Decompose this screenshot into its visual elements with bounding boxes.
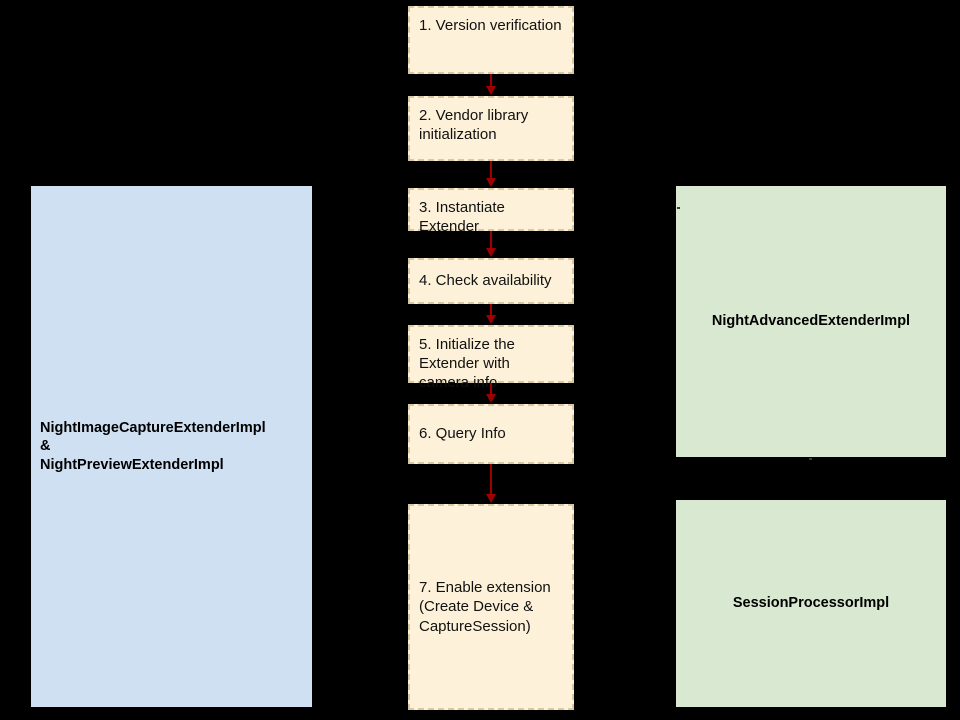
group-box-basic-extender[interactable]: NightImageCaptureExtenderImpl & NightPre… (31, 186, 312, 707)
step-7-label: 7. Enable extension (Create Device & Cap… (419, 579, 551, 635)
basic-extender-line-2: & (40, 438, 51, 455)
arrow-step-1-to-step-2 (490, 74, 492, 87)
step-4-label: 4. Check availability (419, 272, 552, 290)
basic-extender-line-3: NightPreviewExtenderImpl (40, 456, 224, 473)
group-box-session-processor-impl[interactable]: SessionProcessorImpl (676, 500, 946, 707)
arrow-step-3-to-step-4 (490, 231, 492, 249)
arrow-step-6-to-step-7 (490, 464, 492, 495)
step-6-label: 6. Query Info (419, 425, 506, 443)
arrow-step-4-to-step-5 (490, 304, 492, 316)
step-2-vendor-library-initialization[interactable]: 2. Vendor library initialization (408, 96, 574, 161)
edge-tick-mark-top (677, 207, 680, 209)
step-4-check-availability[interactable]: 4. Check availability (408, 258, 574, 304)
step-2-label: 2. Vendor library initialization (419, 107, 529, 144)
session-processor-impl-label: SessionProcessorImpl (732, 595, 890, 612)
step-6-query-info[interactable]: 6. Query Info (408, 404, 574, 464)
group-box-basic-extender-label: NightImageCaptureExtenderImpl & NightPre… (40, 419, 266, 475)
step-1-label: 1. Version verification (419, 17, 562, 34)
group-box-night-advanced-extender-impl[interactable]: NightAdvancedExtenderImpl (676, 186, 946, 457)
step-3-instantiate-extender[interactable]: 3. Instantiate Extender (408, 188, 574, 235)
step-1-version-verification[interactable]: 1. Version verification (408, 6, 574, 74)
edge-tick-mark-bottom (809, 458, 812, 460)
step-3-label: 3. Instantiate Extender (419, 199, 505, 236)
arrow-step-5-to-step-6 (490, 383, 492, 395)
step-7-enable-extension[interactable]: 7. Enable extension (Create Device & Cap… (408, 504, 574, 710)
night-advanced-extender-impl-label: NightAdvancedExtenderImpl (711, 313, 911, 330)
step-5-initialize-extender-with-camera-info[interactable]: 5. Initialize the Extender with camera i… (408, 325, 574, 391)
arrow-step-2-to-step-3 (490, 161, 492, 179)
step-5-label: 5. Initialize the Extender with camera i… (419, 336, 515, 392)
basic-extender-line-1: NightImageCaptureExtenderImpl (40, 419, 266, 436)
